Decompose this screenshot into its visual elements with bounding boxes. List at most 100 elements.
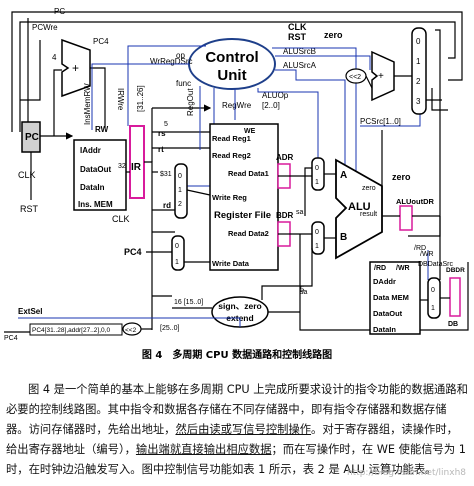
db-label: DB [448, 321, 458, 328]
sa-low-label: sa [300, 289, 308, 296]
rf-name: Register File [214, 210, 271, 221]
alu-a-label: A [340, 170, 347, 181]
alu-result-label: result [360, 211, 377, 218]
alu-a-mux: 0 1 [311, 157, 325, 191]
wr-signal-label: /WR [420, 251, 434, 258]
svg-text:2: 2 [178, 201, 182, 208]
instruction-register: IR [129, 125, 145, 199]
dm-dataout: DataOut [373, 309, 403, 318]
svg-text:1: 1 [315, 243, 319, 250]
ins-mem-datain: DataIn [80, 183, 105, 192]
dm-name: Data MEM [373, 293, 409, 302]
pcmux-3: 3 [416, 97, 421, 106]
zero-right-label: zero [392, 172, 411, 182]
paragraph-part3: ；而在写操作时，在 WE 使能信号为 1 时，在时钟边沿触发写入。图中控制信号功… [6, 443, 466, 476]
control-unit: Control Unit [188, 38, 276, 90]
pc-label: PC [25, 132, 39, 143]
ins-mem-name: Ins. MEM [78, 200, 113, 209]
dbdatasrc-label: DBDataSrc [418, 261, 454, 268]
dm-datain: DataIn [373, 325, 396, 334]
write-data-mux: 0 1 [171, 235, 185, 271]
pcmux-0: 0 [416, 37, 421, 46]
clk-top-label: CLK [288, 22, 307, 32]
pc-top-label: PC [54, 7, 65, 16]
svg-text:<<2: <<2 [125, 327, 137, 334]
ins-mem-dataout: DataOut [80, 165, 111, 174]
jump-address-box: PC4[31..28],addr[27..2],0,0 [29, 323, 123, 336]
imm-label: 16 [15..0] [174, 299, 203, 306]
regout-label: RegOut [186, 88, 195, 116]
aluoutdr-label: ALUoutDR [396, 197, 434, 206]
control-signal-wires [91, 32, 429, 280]
top-feedback-wires [11, 11, 463, 237]
rf-write-data: Write Data [212, 259, 250, 268]
rst-left-label: RST [20, 204, 39, 214]
alu-b-mux: 0 1 [311, 221, 325, 255]
pc4-top-label: PC4 [93, 37, 109, 46]
width-5-label: 5 [164, 121, 168, 128]
shl2-top-label: <<2 [349, 74, 361, 81]
multicycle-cpu-datapath-diagram: PC CLK RST + 4 PC4 PC PCWre IAddr DataOu… [4, 7, 469, 342]
rst-top-label: RST [288, 32, 307, 42]
clk-ir-label: CLK [112, 214, 130, 224]
paragraph-underline1: 然后由读或写信号控制操作 [175, 423, 312, 436]
svg-text:0: 0 [315, 165, 319, 172]
alusrca-label: ALUSrcA [283, 61, 317, 70]
aluoutdr-register [399, 205, 413, 231]
adr-label: ADR [276, 153, 294, 162]
control-unit-title: Control [205, 49, 258, 66]
rd-signal-label: /RD [414, 245, 426, 252]
ins-mem-rw: RW [95, 125, 109, 134]
alu: ALU [335, 158, 383, 260]
s31-label: $31 [160, 171, 172, 178]
svg-text:1: 1 [431, 305, 435, 312]
dm-daddr: DAddr [373, 277, 396, 286]
branch-adder: + [371, 50, 395, 102]
rf-read-reg1: Read Reg1 [212, 134, 251, 143]
svg-text:4: 4 [52, 53, 57, 62]
ins-mem-iaddr: IAddr [80, 146, 101, 155]
watermark: http://blog.csdn.net/linxh8 [346, 468, 466, 478]
rf-read-data2: Read Data2 [228, 229, 269, 238]
clk-left-label: CLK [18, 170, 36, 180]
ir-label: IR [131, 162, 142, 173]
register-file: Read Reg1 Read Reg2 Write Reg Read Data1… [209, 123, 279, 271]
instruction-memory: IAddr DataOut DataIn Ins. MEM [73, 139, 127, 211]
alu-zero-label: zero [362, 185, 376, 192]
sa-label: sa [296, 209, 304, 216]
shift-left-2-bottom: <<2 [122, 322, 142, 336]
paragraph-part1: 图 4 是一个简单的基本上能够在多周期 CPU 上完成所要求设计的指令功能的数据… [6, 383, 468, 436]
func-label: func [176, 79, 191, 88]
bits-31-26-label: [31..26] [136, 85, 145, 112]
ir-in-width: 32 [118, 163, 126, 170]
op-label: op [176, 51, 185, 60]
extend-line1: sign、zero [218, 301, 261, 311]
rf-read-reg2: Read Reg2 [212, 151, 251, 160]
svg-text:0: 0 [175, 243, 179, 250]
figure-caption: 图 4 多周期 CPU 数据通路和控制线路图 [141, 350, 333, 361]
dbdr-label: DBDR [446, 267, 465, 274]
pcmux-1: 1 [416, 57, 421, 66]
s5-label: 5 [300, 285, 305, 294]
pcwre-label: PCWre [32, 23, 58, 32]
aluop-bits-label: [2..0] [262, 101, 280, 110]
data-memory: DAddr Data MEM DataOut DataIn [369, 261, 421, 335]
dbdr-register [449, 277, 461, 317]
paragraph-part2: 。对于寄存器组，读操作时，给出寄存器地址（编号）， [6, 423, 458, 456]
rt-label: rt [158, 145, 164, 154]
shift-left-2-top: <<2 [345, 68, 367, 84]
wrregdsrc-label: WrRegDSrc [150, 57, 193, 66]
regwre-label: RegWre [222, 101, 252, 110]
rf-write-reg: Write Reg [212, 193, 247, 202]
alu-b-label: B [340, 232, 347, 243]
pc-output-wires [40, 67, 106, 140]
pc4-mid-label: PC4 [124, 247, 142, 257]
svg-text:+: + [378, 71, 384, 82]
pcmux-2: 2 [416, 77, 421, 86]
aluop-label: ALUOp [262, 91, 289, 100]
write-reg-mux: 0 1 2 [174, 163, 188, 219]
extsel-label: ExtSel [18, 307, 42, 316]
dm-wr: /WR [396, 265, 410, 272]
svg-text:0: 0 [431, 287, 435, 294]
pcsrc-label: PCSrc[1..0] [360, 117, 401, 126]
